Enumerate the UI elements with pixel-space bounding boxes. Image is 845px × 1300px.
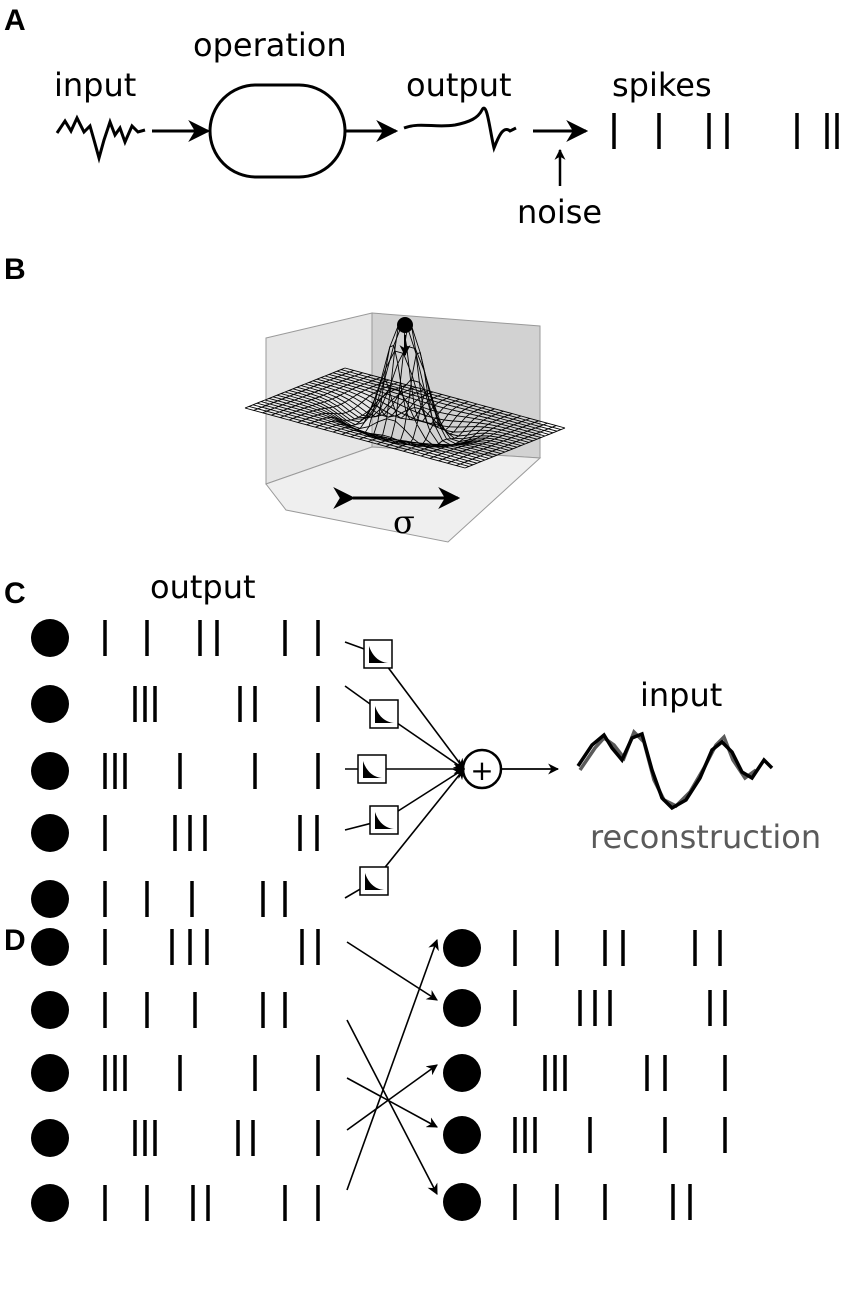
neuron	[31, 814, 69, 852]
neuron-population-right	[443, 929, 481, 1221]
mexican-hat-mesh	[244, 322, 566, 469]
filter-kernel-icon	[365, 873, 384, 890]
mesh-line	[308, 381, 530, 443]
connection-arrow	[346, 1064, 438, 1131]
panel-label-b: B	[4, 253, 26, 286]
mesh-line	[304, 379, 526, 445]
stimulus-dot	[397, 317, 413, 333]
mesh-line	[248, 405, 470, 467]
panel-label-a: A	[4, 4, 26, 37]
filter-kernel-icon	[375, 812, 394, 829]
panel-b: B σ	[4, 253, 566, 543]
neuron	[443, 929, 481, 967]
reconstruction-trace	[578, 728, 758, 809]
neuron-mapping	[346, 938, 439, 1195]
input-label-c: input	[640, 676, 722, 714]
neuron	[31, 752, 69, 790]
mesh-line	[300, 345, 522, 447]
mesh-line	[264, 399, 486, 461]
mesh-line	[276, 394, 498, 456]
spikes-label: spikes	[612, 66, 712, 104]
filter-kernel-icon	[369, 646, 388, 663]
neuron	[31, 1184, 69, 1222]
neuron	[31, 685, 69, 723]
filter-box	[359, 866, 389, 896]
neuron	[443, 989, 481, 1027]
neuron	[31, 619, 69, 657]
mesh-line	[344, 367, 566, 429]
summation-symbol: +	[470, 754, 493, 787]
panel-label-c: C	[4, 577, 26, 610]
mesh-line	[324, 375, 546, 437]
noise-label: noise	[517, 193, 602, 231]
input-waveform	[55, 114, 146, 164]
mesh-line	[280, 393, 502, 455]
neuron	[31, 880, 69, 918]
input-label: input	[54, 66, 136, 104]
filter-box	[369, 805, 399, 835]
neuron	[443, 1054, 481, 1092]
connection-arrow	[346, 941, 438, 1001]
filter-box	[369, 699, 399, 729]
neuron	[31, 1119, 69, 1157]
filter-bank	[344, 639, 466, 899]
mesh-line	[288, 350, 510, 451]
neuron	[31, 928, 69, 966]
filter-unit	[344, 768, 465, 899]
filter-output-arrow	[377, 653, 465, 770]
mesh-line	[252, 404, 474, 466]
mesh-line	[312, 380, 534, 442]
filter-output-arrow	[373, 768, 465, 882]
mesh-line	[340, 369, 562, 431]
neuron	[443, 1183, 481, 1221]
mesh-line	[272, 396, 494, 458]
filter-unit	[344, 639, 465, 770]
mesh-line	[332, 372, 554, 434]
neuron-population-left	[31, 928, 69, 1222]
mesh-line	[244, 407, 466, 469]
mesh-line	[320, 377, 542, 439]
spike-train-a	[612, 113, 839, 149]
connection-arrow	[346, 1019, 438, 1195]
operation-box	[208, 83, 347, 179]
filter-box	[363, 639, 393, 669]
panel-c: C output input reconstruction +	[4, 568, 821, 918]
operation-label: operation	[193, 26, 347, 64]
panel-a: A input operation output spikes noise	[4, 4, 839, 231]
sigma-label: σ	[393, 503, 415, 541]
neuron-population-c	[31, 619, 69, 918]
spike-trains-right	[513, 930, 727, 1220]
output-waveform	[403, 106, 517, 153]
spike-trains-c	[103, 620, 320, 917]
connection-arrow	[346, 938, 439, 1191]
mesh-line	[268, 397, 490, 459]
spike-trains-left	[103, 929, 320, 1221]
output-label: output	[406, 66, 512, 104]
reconstruction-label: reconstruction	[590, 818, 821, 856]
connection-arrow	[346, 1077, 438, 1128]
filter-unit	[345, 754, 466, 784]
mesh-line	[336, 370, 558, 432]
output-label-c: output	[150, 568, 256, 606]
filter-box	[357, 754, 387, 784]
panel-d: D	[4, 924, 727, 1222]
filter-kernel-icon	[363, 761, 382, 778]
neuron	[31, 1054, 69, 1092]
neuron	[31, 991, 69, 1029]
neuron	[443, 1116, 481, 1154]
filter-kernel-icon	[375, 706, 394, 723]
mesh-line	[316, 378, 538, 440]
filter-unit	[344, 685, 465, 770]
filter-unit	[344, 768, 465, 835]
mesh-line	[328, 373, 550, 435]
input-trace	[576, 731, 774, 811]
mesh-line	[284, 387, 506, 453]
panel-label-d: D	[4, 924, 26, 957]
